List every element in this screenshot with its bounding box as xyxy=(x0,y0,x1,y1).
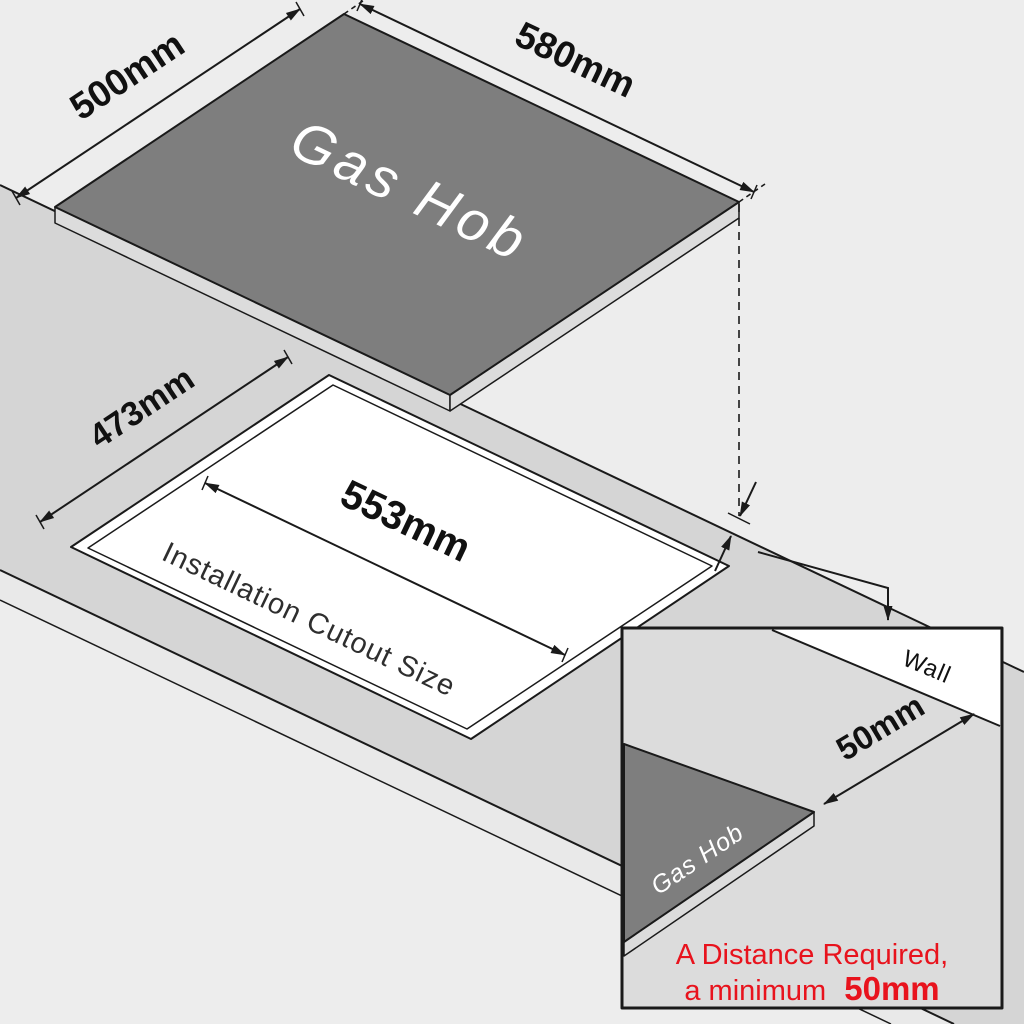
hob-length-dimension-line xyxy=(359,3,755,193)
wall-edge-line xyxy=(771,629,1001,727)
clearance-note-line2-prefix: a minimum xyxy=(684,975,826,1007)
clearance-note-line1: A Distance Required, xyxy=(676,939,948,971)
hob-width-dimension-line xyxy=(15,8,301,199)
dimension-tick xyxy=(35,514,45,530)
cutout-width-dimension-line xyxy=(39,356,289,523)
clearance-tick xyxy=(727,512,751,525)
inset-detail: Wall Gas Hob 50mm A Distance Required, a… xyxy=(620,626,1004,1010)
clearance-arrow-lower xyxy=(714,535,732,572)
dimension-tick xyxy=(283,349,293,365)
dimension-tick xyxy=(11,190,21,206)
clearance-dimension-line xyxy=(823,713,975,805)
dimension-tick xyxy=(356,0,363,12)
dimension-tick xyxy=(561,647,569,663)
clearance-note-line2: a minimum 50mm xyxy=(684,970,939,1007)
clearance-arrow-upper xyxy=(739,481,757,517)
inset-hob-surface xyxy=(623,743,815,943)
dimension-tick xyxy=(295,1,305,17)
clearance-note-line2-value: 50mm xyxy=(844,970,939,1007)
inset-leader-arrow xyxy=(757,551,893,621)
